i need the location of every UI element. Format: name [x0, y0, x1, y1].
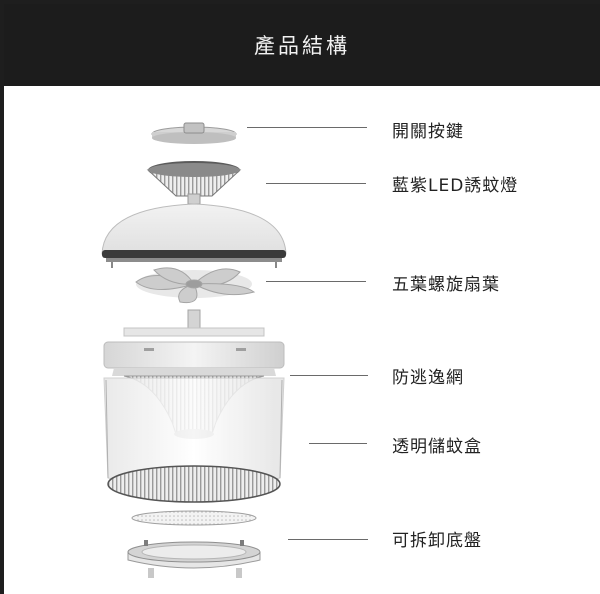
label-storage-box: 透明儲蚊盒 — [392, 437, 482, 457]
uv-led-lamp-part — [146, 161, 242, 205]
label-power-button: 開關按鍵 — [392, 122, 464, 142]
callout-line-power-button — [247, 127, 367, 128]
callout-line-storage-box — [309, 443, 367, 444]
label-base-tray: 可拆卸底盤 — [392, 531, 482, 551]
callout-line-anti-escape — [290, 375, 368, 376]
callout-line-base-tray — [288, 539, 368, 540]
base-tray-part — [127, 540, 261, 578]
header-bar: 產品結構 — [4, 4, 600, 86]
dome-cover-part — [101, 203, 287, 268]
label-fan: 五葉螺旋扇葉 — [392, 275, 500, 295]
storage-box-part — [103, 377, 285, 503]
exploded-view-illustration — [101, 122, 287, 578]
callout-line-uv-led — [266, 183, 366, 184]
callout-line-fan — [266, 281, 366, 282]
page-title: 產品結構 — [254, 34, 350, 58]
power-button-part — [151, 122, 237, 144]
filter-mesh-part — [131, 510, 257, 526]
shaft-part — [123, 309, 265, 337]
diagram-panel: 開關按鍵 藍紫LED誘蚊燈 五葉螺旋扇葉 防逃逸網 透明儲蚊盒 可拆卸底盤 — [4, 86, 600, 594]
label-anti-escape: 防逃逸網 — [392, 368, 464, 388]
label-uv-led: 藍紫LED誘蚊燈 — [392, 176, 519, 196]
fan-blade-part — [135, 267, 256, 304]
